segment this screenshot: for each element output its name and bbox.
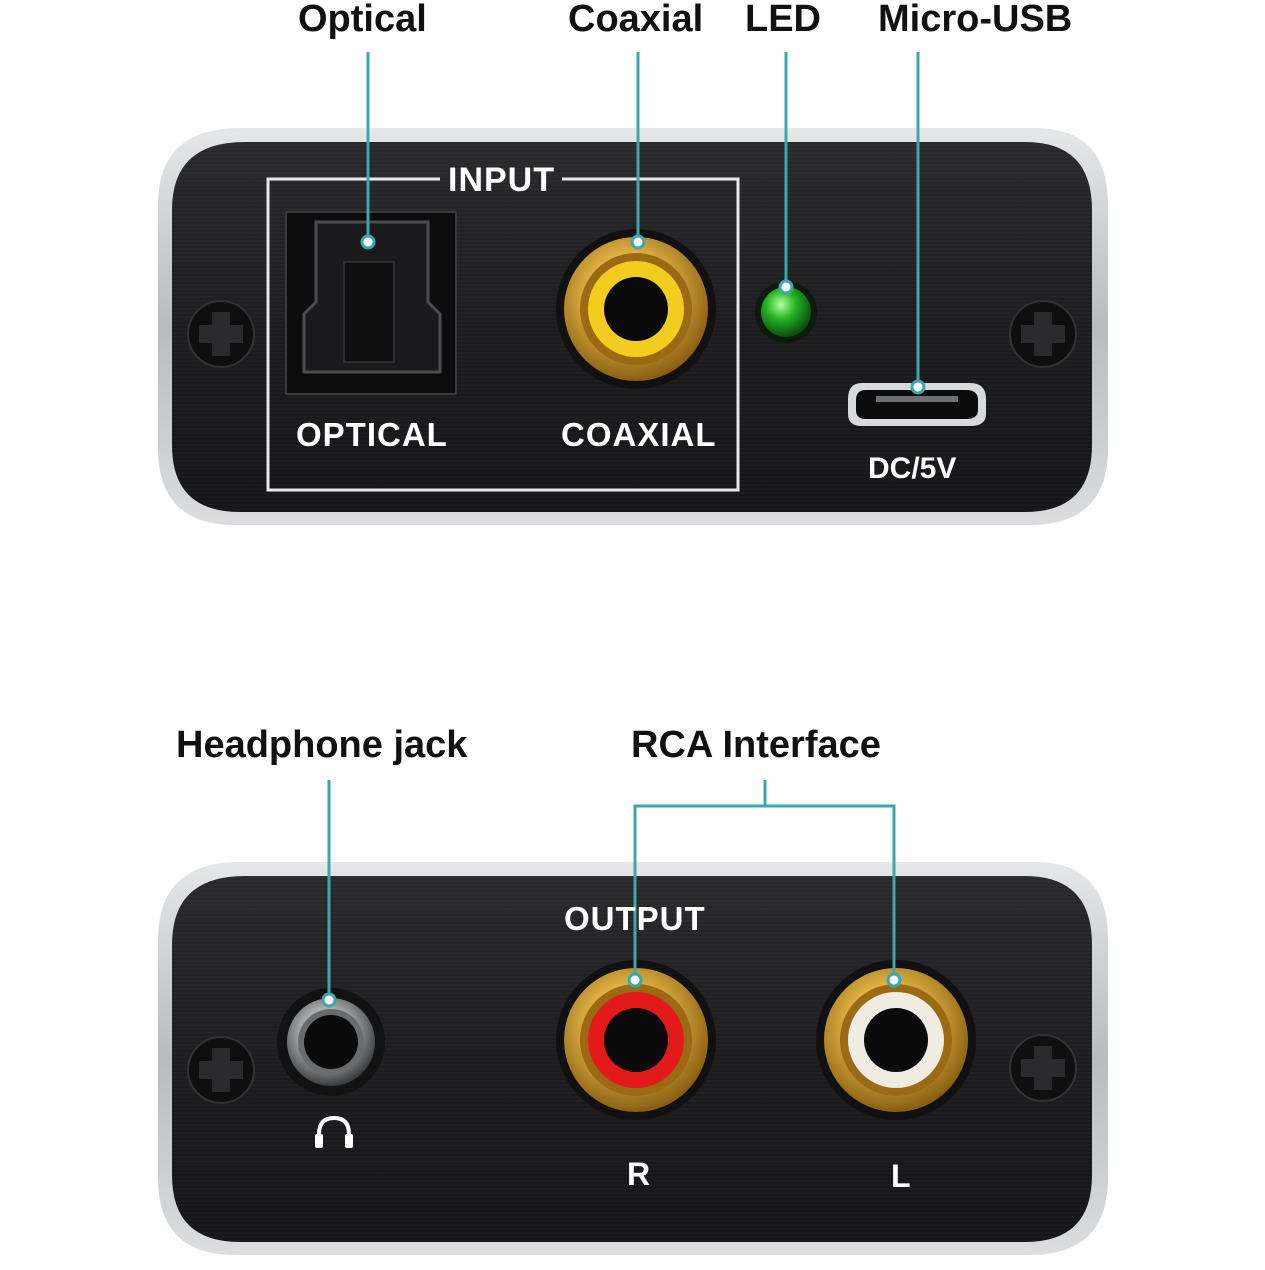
callout-led: LED bbox=[745, 0, 821, 40]
callout-micro-usb: Micro-USB bbox=[878, 0, 1073, 40]
leader-lines bbox=[327, 52, 920, 1000]
screw-icon bbox=[1009, 1034, 1077, 1102]
front-panel bbox=[158, 128, 1108, 525]
leader-endpoints bbox=[321, 234, 926, 1008]
screw-icon bbox=[1009, 300, 1077, 368]
back-panel bbox=[158, 862, 1108, 1255]
callout-coaxial: Coaxial bbox=[568, 0, 704, 40]
input-label: INPUT bbox=[448, 161, 555, 199]
screw-icon bbox=[187, 300, 255, 368]
led-indicator bbox=[755, 281, 817, 343]
leader-rca bbox=[633, 780, 896, 980]
left-channel-label: L bbox=[891, 1158, 912, 1194]
power-label: DC/5V bbox=[868, 452, 957, 485]
headphone-icon bbox=[315, 1115, 353, 1148]
coaxial-label: COAXIAL bbox=[561, 416, 717, 453]
optical-label: OPTICAL bbox=[296, 416, 448, 453]
micro-usb-port bbox=[848, 383, 986, 426]
coaxial-port bbox=[556, 229, 716, 389]
rca-right-port bbox=[556, 960, 716, 1120]
callout-rca-interface: RCA Interface bbox=[631, 724, 881, 766]
headphone-jack-port bbox=[277, 988, 385, 1096]
callout-headphone-jack: Headphone jack bbox=[176, 724, 468, 766]
rca-left-port bbox=[816, 960, 976, 1120]
screw-icon bbox=[187, 1036, 255, 1104]
output-label: OUTPUT bbox=[564, 900, 706, 937]
right-channel-label: R bbox=[627, 1156, 652, 1192]
input-frame bbox=[266, 177, 740, 492]
callout-optical: Optical bbox=[298, 0, 427, 40]
